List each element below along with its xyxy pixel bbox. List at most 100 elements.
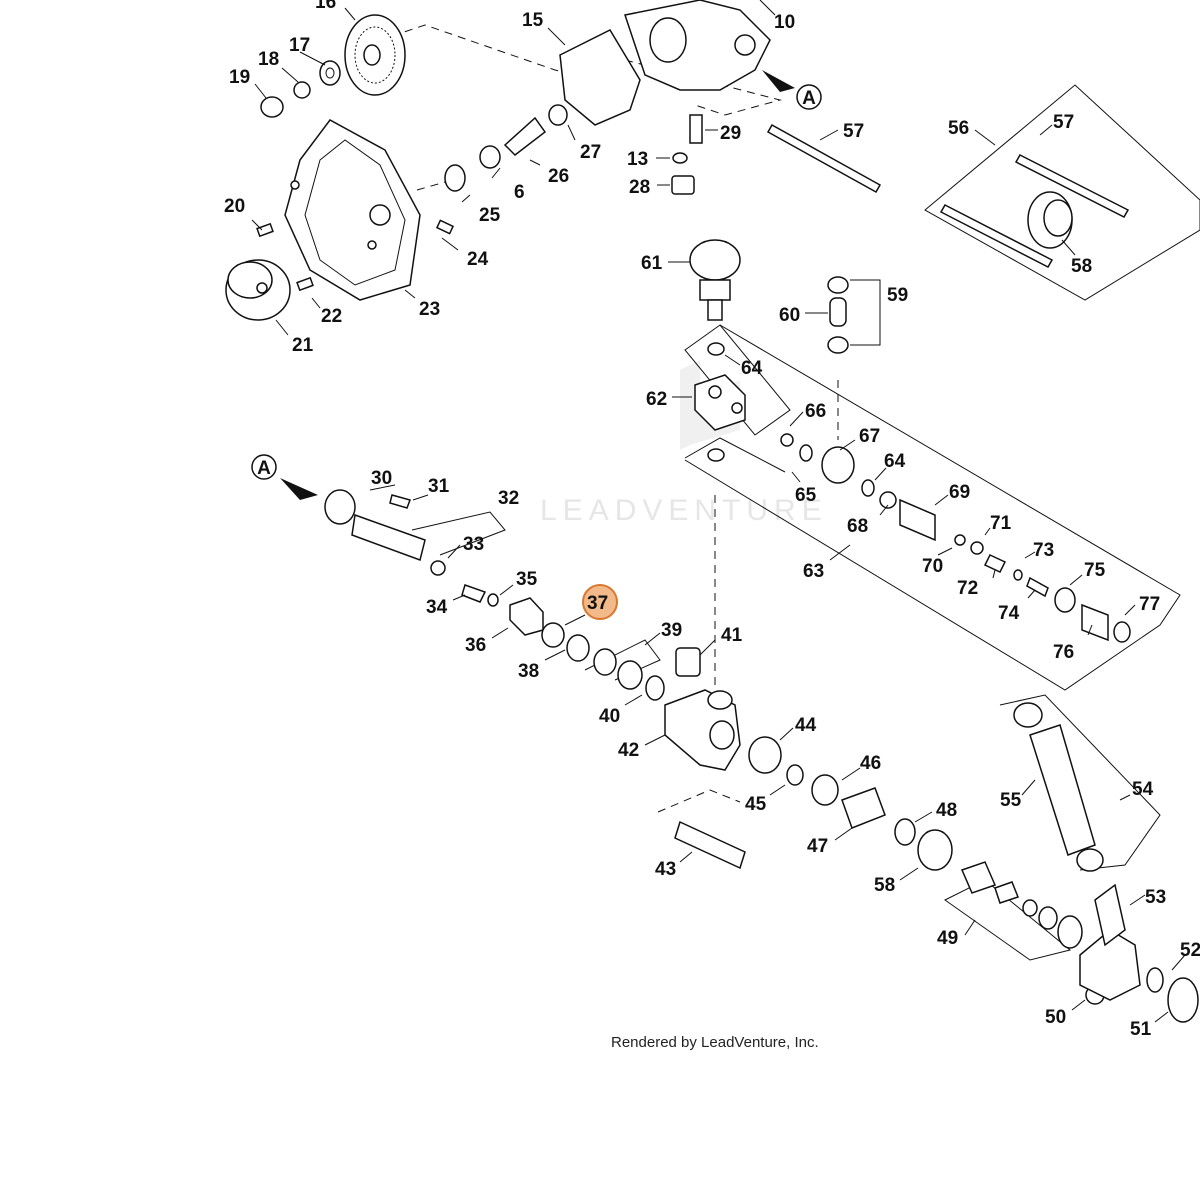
label-38[interactable]: 38 [518, 661, 539, 682]
label-39[interactable]: 39 [661, 620, 682, 641]
part-43-shaft [674, 820, 746, 870]
part-74-piston [1026, 576, 1049, 598]
label-52[interactable]: 52 [1180, 940, 1200, 961]
label-48[interactable]: 48 [936, 800, 957, 821]
label-37[interactable]: 37 [587, 593, 608, 614]
label-30[interactable]: 30 [371, 468, 392, 489]
label-17[interactable]: 17 [289, 35, 310, 56]
label-77[interactable]: 77 [1139, 594, 1160, 615]
part-39-seal-a [593, 648, 617, 676]
label-32[interactable]: 32 [498, 488, 519, 509]
part-73-oring [1013, 569, 1023, 581]
label-74[interactable]: 74 [998, 603, 1020, 624]
label-31[interactable]: 31 [428, 476, 450, 497]
label-23[interactable]: 23 [419, 299, 440, 320]
label-28[interactable]: 28 [629, 177, 650, 198]
label-24[interactable]: 24 [467, 249, 489, 270]
part-36-nut [509, 597, 544, 636]
part-28-plug [671, 175, 695, 195]
label-66[interactable]: 66 [805, 401, 826, 422]
label-62[interactable]: 62 [646, 389, 667, 410]
label-41[interactable]: 41 [721, 625, 743, 646]
label-51[interactable]: 51 [1130, 1019, 1152, 1040]
label-22[interactable]: 22 [321, 306, 342, 327]
part-57-rod [766, 123, 882, 194]
label-54[interactable]: 54 [1132, 779, 1154, 800]
label-71[interactable]: 71 [990, 513, 1012, 534]
label-21[interactable]: 21 [292, 335, 314, 356]
part-67-fitting [821, 446, 855, 484]
label-46[interactable]: 46 [860, 753, 881, 774]
part-61-cap [689, 239, 741, 321]
label-44[interactable]: 44 [795, 715, 817, 736]
label-60[interactable]: 60 [779, 305, 800, 326]
highlight-marker[interactable] [582, 584, 618, 620]
label-76[interactable]: 76 [1053, 642, 1074, 663]
part-56-rod-kit [939, 204, 1054, 268]
label-73[interactable]: 73 [1033, 540, 1054, 561]
label-45[interactable]: 45 [745, 794, 767, 815]
label-67[interactable]: 67 [859, 426, 880, 447]
label-70[interactable]: 70 [922, 556, 943, 577]
part-70-ball [954, 534, 966, 546]
label-56[interactable]: 56 [948, 118, 969, 139]
credit-text: Rendered by LeadVenture, Inc. [611, 1034, 819, 1051]
label-72[interactable]: 72 [957, 578, 978, 599]
label-59[interactable]: 59 [887, 285, 908, 306]
part-44-bushing [748, 736, 782, 774]
label-50[interactable]: 50 [1045, 1007, 1066, 1028]
label-61[interactable]: 61 [641, 253, 663, 274]
callout-A-top: A [762, 70, 822, 110]
label-55[interactable]: 55 [1000, 790, 1022, 811]
label-47[interactable]: 47 [807, 836, 828, 857]
label-53[interactable]: 53 [1145, 887, 1166, 908]
label-36[interactable]: 36 [465, 635, 486, 656]
label-75[interactable]: 75 [1084, 560, 1106, 581]
part-25-bearing [444, 164, 466, 192]
label-18[interactable]: 18 [258, 49, 279, 70]
label-64a[interactable]: 64 [741, 358, 763, 379]
label-64b[interactable]: 64 [884, 451, 906, 472]
label-69[interactable]: 69 [949, 482, 970, 503]
label-35[interactable]: 35 [516, 569, 538, 590]
part-23-housing [284, 119, 421, 301]
label-63[interactable]: 63 [803, 561, 824, 582]
label-19[interactable]: 19 [229, 67, 250, 88]
svg-text:A: A [802, 88, 816, 109]
label-34[interactable]: 34 [426, 597, 448, 618]
label-27[interactable]: 27 [580, 142, 601, 163]
callout-A-left: A [251, 454, 318, 500]
part-55-hose [1029, 724, 1096, 856]
label-68[interactable]: 68 [847, 516, 868, 537]
leader-lines [251, 0, 1186, 1023]
part-66-washer-2 [799, 444, 813, 462]
part-49-spring [994, 881, 1019, 904]
part-31-pin [389, 494, 411, 509]
label-33[interactable]: 33 [463, 534, 484, 555]
label-26[interactable]: 26 [548, 166, 569, 187]
part-49-cage [960, 861, 997, 894]
label-13[interactable]: 13 [627, 149, 648, 170]
label-20[interactable]: 20 [224, 196, 245, 217]
label-29[interactable]: 29 [720, 123, 741, 144]
label-49[interactable]: 49 [937, 928, 958, 949]
label-57b[interactable]: 57 [1053, 112, 1074, 133]
label-58a[interactable]: 58 [1071, 256, 1092, 277]
label-25[interactable]: 25 [479, 205, 501, 226]
part-17-washer [319, 60, 341, 86]
part-labels: 16 15 10 17 18 19 29 57 27 13 26 28 6 20… [224, 0, 1200, 1040]
label-10[interactable]: 10 [774, 12, 795, 33]
label-16[interactable]: 16 [315, 0, 336, 13]
label-58b[interactable]: 58 [874, 875, 895, 896]
label-40[interactable]: 40 [599, 706, 620, 727]
label-57a[interactable]: 57 [843, 121, 864, 142]
label-43[interactable]: 43 [655, 859, 676, 880]
label-15[interactable]: 15 [522, 10, 544, 31]
label-65[interactable]: 65 [795, 485, 817, 506]
part-33-nut [430, 560, 446, 576]
label-6[interactable]: 6 [514, 182, 525, 203]
part-18-ring [293, 81, 311, 99]
part-57-rod-kit [1014, 154, 1130, 218]
label-42[interactable]: 42 [618, 740, 639, 761]
